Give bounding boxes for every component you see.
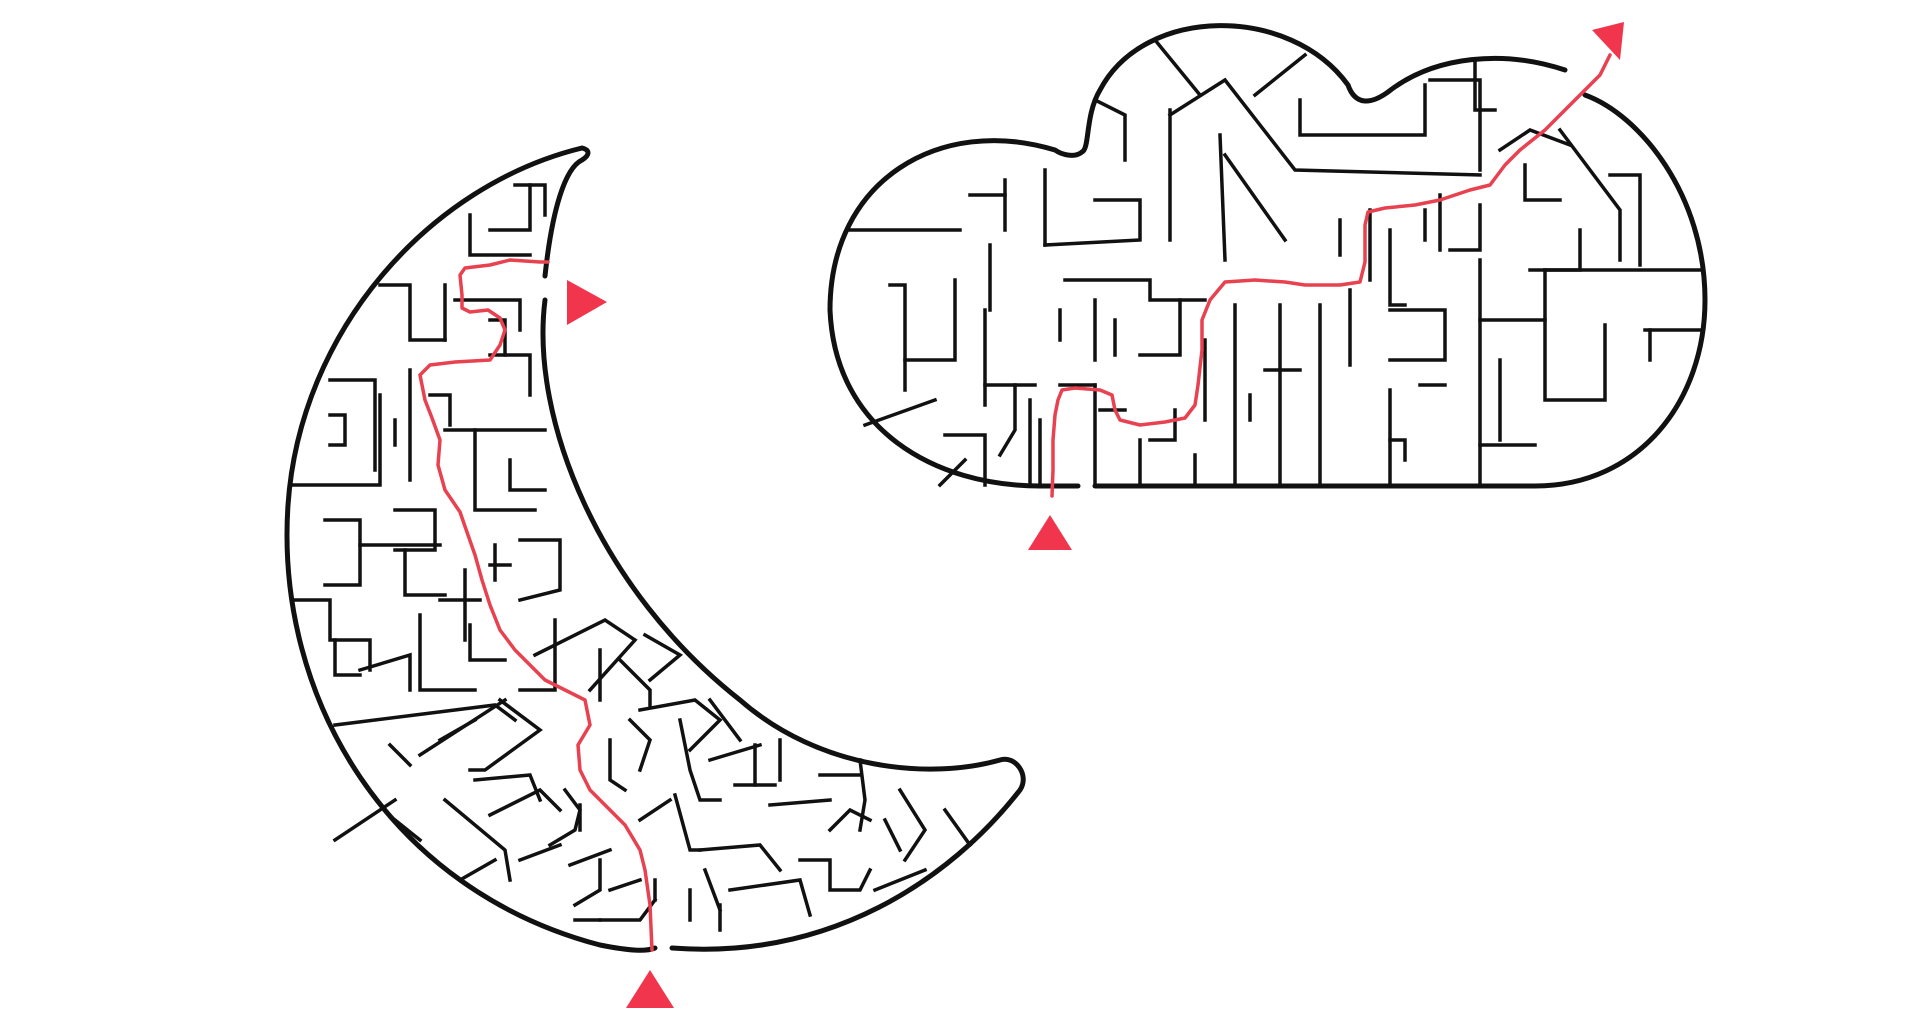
cloud-exit-marker [1592,22,1624,60]
moon-inner-walls [288,183,973,932]
cloud-entry-marker [1028,515,1072,550]
moon-exit-marker [567,280,607,325]
moon-outline [284,145,1026,953]
cloud-solution-path [1050,53,1612,498]
cloud-outline [827,23,1708,489]
moon-entry-marker [626,970,674,1008]
cloud-maze [827,22,1708,550]
moon-solution-path [418,258,654,952]
moon-maze [284,145,1026,1008]
cloud-inner-walls [848,37,1702,488]
